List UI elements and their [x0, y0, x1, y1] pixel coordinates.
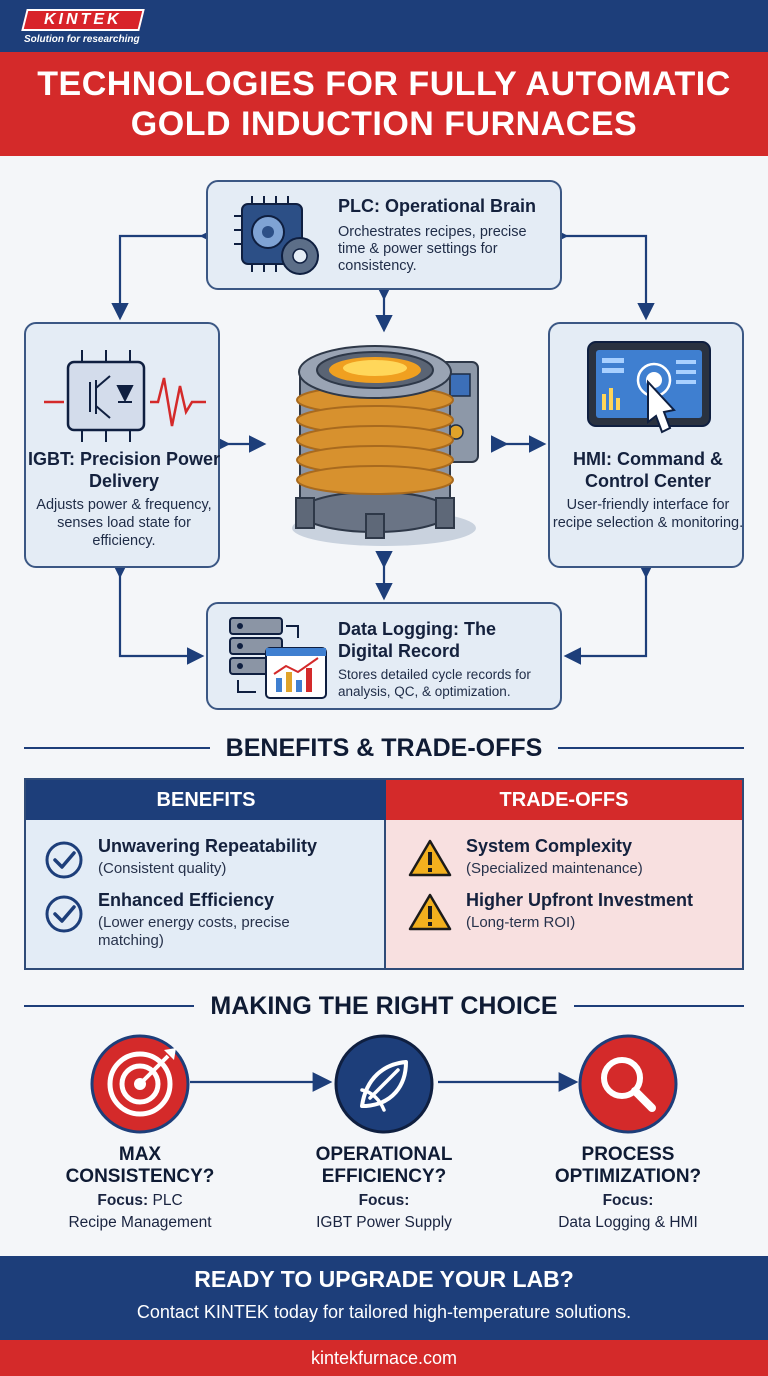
heading-rule-left — [24, 747, 210, 749]
tradeoffs-label: TRADE-OFFS — [499, 788, 629, 811]
kintek-logo[interactable]: KINTEK — [21, 9, 145, 31]
warning-icon — [408, 893, 452, 931]
focus-label: Focus: — [602, 1192, 654, 1209]
data-logging-description: Stores detailed cycle records for analys… — [338, 667, 531, 699]
choice-focus: Focus: — [528, 1190, 728, 1212]
transistor-waveform-icon — [44, 350, 206, 442]
choice-line-2: EFFICIENCY? — [321, 1166, 447, 1187]
igbt-description: Adjusts power & frequency, senses load s… — [36, 497, 212, 549]
cta-subtitle: Contact KINTEK today for tailored high-t… — [136, 1302, 632, 1322]
choice-focus-detail: Data Logging & HMI — [558, 1214, 698, 1231]
choice-line-1: OPERATIONAL — [315, 1144, 453, 1165]
focus-value: PLC — [152, 1192, 183, 1209]
benefits-column: Unwavering Repeatability (Consistent qua… — [26, 820, 386, 968]
choice-operational-efficiency[interactable]: OPERATIONAL EFFICIENCY? Focus: IGBT Powe… — [284, 1034, 484, 1234]
tradeoff-detail: (Long-term ROI) — [466, 914, 576, 931]
benefits-column-header: BENEFITS — [26, 780, 386, 820]
check-circle-icon — [45, 895, 83, 933]
page-title-line-2: GOLD INDUCTION FURNACES — [130, 105, 638, 143]
tradeoffs-column-header: TRADE-OFFS — [386, 780, 742, 820]
touchscreen-icon — [587, 341, 711, 434]
focus-label: Focus: — [358, 1192, 410, 1209]
title-band: TECHNOLOGIES FOR FULLY AUTOMATIC GOLD IN… — [0, 52, 768, 156]
tradeoff-detail: (Specialized maintenance) — [466, 860, 643, 877]
choice-focus-detail: Recipe Management — [68, 1214, 212, 1231]
choice-line-2: OPTIMIZATION? — [554, 1166, 702, 1187]
plc-title: PLC: Operational Brain — [338, 196, 537, 216]
cta-banner[interactable]: READY TO UPGRADE YOUR LAB? Contact KINTE… — [0, 1256, 768, 1340]
choice-focus: Focus: — [284, 1190, 484, 1212]
igbt-title: IGBT: Precision Power Delivery — [27, 449, 221, 491]
hmi-description: User-friendly interface for recipe selec… — [552, 497, 744, 531]
benefits-tradeoffs-table: BENEFITS TRADE-OFFS Unwavering Repeatabi… — [24, 778, 744, 970]
tradeoffs-column: System Complexity (Specialized maintenan… — [386, 820, 742, 968]
benefit-detail: (Consistent quality) — [98, 860, 227, 877]
choice-focus: Focus: PLC — [40, 1190, 240, 1212]
website-link[interactable]: kintekfurnace.com — [310, 1347, 458, 1368]
choice-section-heading: MAKING THE RIGHT CHOICE — [24, 991, 744, 1021]
choice-line-1: MAX — [118, 1144, 162, 1165]
cta-title: READY TO UPGRADE YOUR LAB? — [194, 1266, 574, 1292]
benefit-title: Unwavering Repeatability — [98, 836, 318, 856]
benefit-detail: (Lower energy costs, precise matching) — [98, 914, 290, 949]
igbt-card[interactable]: IGBT: Precision Power Delivery Adjusts p… — [24, 322, 220, 568]
heading-rule-left — [24, 1005, 195, 1007]
logo-tagline: Solution for researching — [24, 34, 140, 45]
connector-arrows — [111, 227, 655, 665]
server-chart-icon — [229, 617, 327, 699]
heading-rule-right — [558, 747, 745, 749]
plc-description: Orchestrates recipes, precise time & pow… — [338, 224, 527, 274]
tradeoff-title: System Complexity — [466, 836, 633, 856]
logo-text: KINTEK — [44, 11, 122, 28]
leaf-icon — [334, 1034, 434, 1134]
benefit-title: Enhanced Efficiency — [98, 890, 275, 910]
warning-icon — [408, 839, 452, 877]
magnifier-icon — [578, 1034, 678, 1134]
choice-line-2: CONSISTENCY? — [65, 1166, 215, 1187]
data-logging-card[interactable]: Data Logging: The Digital Record Stores … — [206, 602, 562, 710]
page-title-line-1: TECHNOLOGIES FOR FULLY AUTOMATIC — [37, 65, 731, 103]
induction-furnace-icon — [292, 345, 479, 546]
benefits-section-heading: BENEFITS & TRADE-OFFS — [24, 733, 745, 763]
benefits-label: BENEFITS — [156, 788, 256, 811]
heading-rule-right — [573, 1005, 744, 1007]
benefits-heading-text: BENEFITS & TRADE-OFFS — [225, 733, 543, 762]
choice-max-consistency[interactable]: MAX CONSISTENCY? Focus: PLC Recipe Manag… — [40, 1034, 240, 1234]
circuit-gears-icon — [234, 196, 319, 275]
hmi-card[interactable]: HMI: Command & Control Center User-frien… — [548, 322, 744, 568]
plc-card[interactable]: PLC: Operational Brain Orchestrates reci… — [206, 180, 562, 290]
focus-label: Focus: — [97, 1192, 149, 1209]
tradeoff-title: Higher Upfront Investment — [466, 890, 694, 910]
choice-flow-arrows — [190, 1072, 579, 1092]
url-bar: kintekfurnace.com — [0, 1340, 768, 1376]
hmi-title: HMI: Command & Control Center — [573, 449, 723, 491]
choice-heading-text: MAKING THE RIGHT CHOICE — [210, 991, 558, 1020]
target-icon — [90, 1034, 190, 1134]
data-logging-title: Data Logging: The Digital Record — [338, 619, 496, 661]
choice-process-optimization[interactable]: PROCESS OPTIMIZATION? Focus: Data Loggin… — [528, 1034, 728, 1234]
choice-line-1: PROCESS — [581, 1144, 675, 1165]
check-circle-icon — [45, 841, 83, 879]
choice-focus-detail: IGBT Power Supply — [316, 1214, 452, 1231]
